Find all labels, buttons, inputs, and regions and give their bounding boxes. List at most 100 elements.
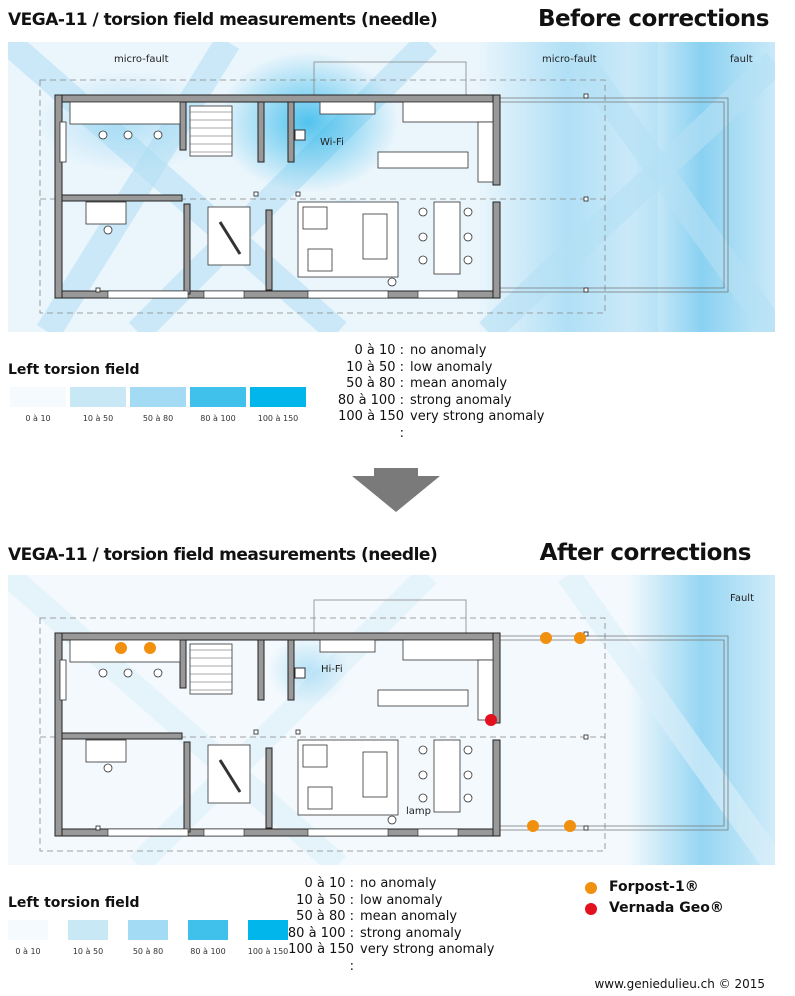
legend-swatch <box>188 920 228 940</box>
footer-credit: www.geniedulieu.ch © 2015 <box>594 977 765 991</box>
window <box>417 828 459 837</box>
scale-range: 50 à 80 : <box>296 909 354 925</box>
wall <box>179 639 187 689</box>
legend-title: Left torsion field <box>8 362 140 378</box>
couch <box>362 213 388 260</box>
scale-range: 0 à 10 : <box>354 343 404 358</box>
window-left <box>59 659 67 701</box>
micro-fault-band <box>558 575 775 865</box>
armchair <box>307 786 333 810</box>
armchair <box>307 248 333 272</box>
floor-plan-svg <box>8 42 775 332</box>
legend-swatch-label: 0 à 10 <box>25 414 51 423</box>
legend-swatch-label: 10 à 50 <box>72 947 104 956</box>
scale-range: 10 à 50 : <box>296 892 354 908</box>
scale-row: 0 à 10 :no anomaly <box>280 876 494 893</box>
legend-swatch-label: 0 à 10 <box>15 947 41 956</box>
scale-range: 80 à 100 : <box>337 392 404 408</box>
dining-chair <box>463 255 473 265</box>
micro-fault-band <box>479 52 775 332</box>
column <box>295 191 301 197</box>
window <box>307 290 389 299</box>
legend-swatch <box>248 920 288 940</box>
chair <box>103 763 113 773</box>
site-outline <box>39 79 606 314</box>
window <box>203 828 245 837</box>
anomaly-hotspot <box>218 52 398 192</box>
site-outline <box>39 617 606 852</box>
marker-legend: Forpost-1® Vernada Geo® <box>585 877 724 919</box>
counter <box>319 101 376 115</box>
staircase <box>189 643 233 695</box>
scale-row: 10 à 50 : low anomaly <box>330 360 544 377</box>
forpost-marker <box>527 820 539 832</box>
wall <box>265 209 273 291</box>
cabinet <box>477 659 494 721</box>
legend-swatch-label: 10 à 50 <box>82 414 114 423</box>
column <box>583 196 589 202</box>
legend-swatch-label: 80 à 100 <box>190 947 226 956</box>
column <box>95 825 101 831</box>
chair <box>123 668 133 678</box>
dining-chair <box>463 770 473 780</box>
scale-range: 10 à 50 : <box>346 359 404 375</box>
chair <box>103 225 113 235</box>
micro-fault-label-left: micro-fault <box>114 54 169 65</box>
scale-row: 0 à 10 :no anomaly <box>330 343 544 360</box>
scale-desc: no anomaly <box>360 876 437 891</box>
floor-plan-svg <box>8 575 775 865</box>
wall <box>257 639 265 701</box>
wall <box>287 101 295 163</box>
before-heading: Before corrections <box>538 6 769 32</box>
vernada-marker <box>485 714 497 726</box>
red-dot-icon <box>585 902 597 915</box>
lamp-floor <box>218 759 242 793</box>
wifi-label: Wi-Fi <box>320 137 344 148</box>
wall <box>61 732 183 740</box>
terrace-outline <box>500 635 729 831</box>
scale-range: 80 à 100 : <box>287 925 354 941</box>
window <box>107 290 189 299</box>
legend-swatch-label: 100 à 150 <box>247 947 289 956</box>
router-icon <box>294 129 306 141</box>
fault-label: Fault <box>730 593 754 604</box>
chair <box>153 668 163 678</box>
legend-swatch-label: 80 à 100 <box>200 414 236 423</box>
after-floor-plan: Fault Hi-Fi lamp <box>8 575 775 865</box>
down-arrow-icon <box>352 468 440 512</box>
hifi-label: Hi-Fi <box>321 664 343 675</box>
column <box>95 287 101 293</box>
scale-range: 100 à 150 : <box>338 409 404 441</box>
window <box>203 290 245 299</box>
kitchen-counter <box>402 101 494 123</box>
forpost-marker <box>564 820 576 832</box>
wall <box>183 741 191 833</box>
legend-swatch <box>128 920 168 940</box>
window <box>107 828 189 837</box>
orange-dot-icon <box>585 881 597 894</box>
column <box>583 93 589 99</box>
scale-desc: low anomaly <box>360 892 443 908</box>
scale-row: 10 à 50 : low anomaly <box>280 893 494 910</box>
scale-row: 100 à 150 :very strong anomaly <box>280 942 494 975</box>
column <box>253 191 259 197</box>
scale-desc: low anomaly <box>410 359 493 375</box>
window <box>307 828 389 837</box>
legend-swatch <box>8 920 48 940</box>
scale-desc: very strong anomaly <box>410 409 545 425</box>
floor-plan <box>39 599 729 852</box>
marker-label: Vernada Geo® <box>609 900 724 916</box>
legend-swatch-label: 50 à 80 <box>142 414 174 423</box>
wall <box>54 94 501 103</box>
marker-legend-vernada: Vernada Geo® <box>585 898 724 919</box>
scale-row: 50 à 80 :mean anomaly <box>330 376 544 393</box>
dining-table <box>433 201 461 275</box>
dining-chair <box>463 207 473 217</box>
sofa <box>69 101 181 125</box>
scale-row: 80 à 100 :strong anomaly <box>280 926 494 943</box>
scale-row: 100 à 150 : very strong anomaly <box>330 409 544 442</box>
scale-range: 100 à 150 : <box>288 942 354 974</box>
couch <box>362 751 388 798</box>
